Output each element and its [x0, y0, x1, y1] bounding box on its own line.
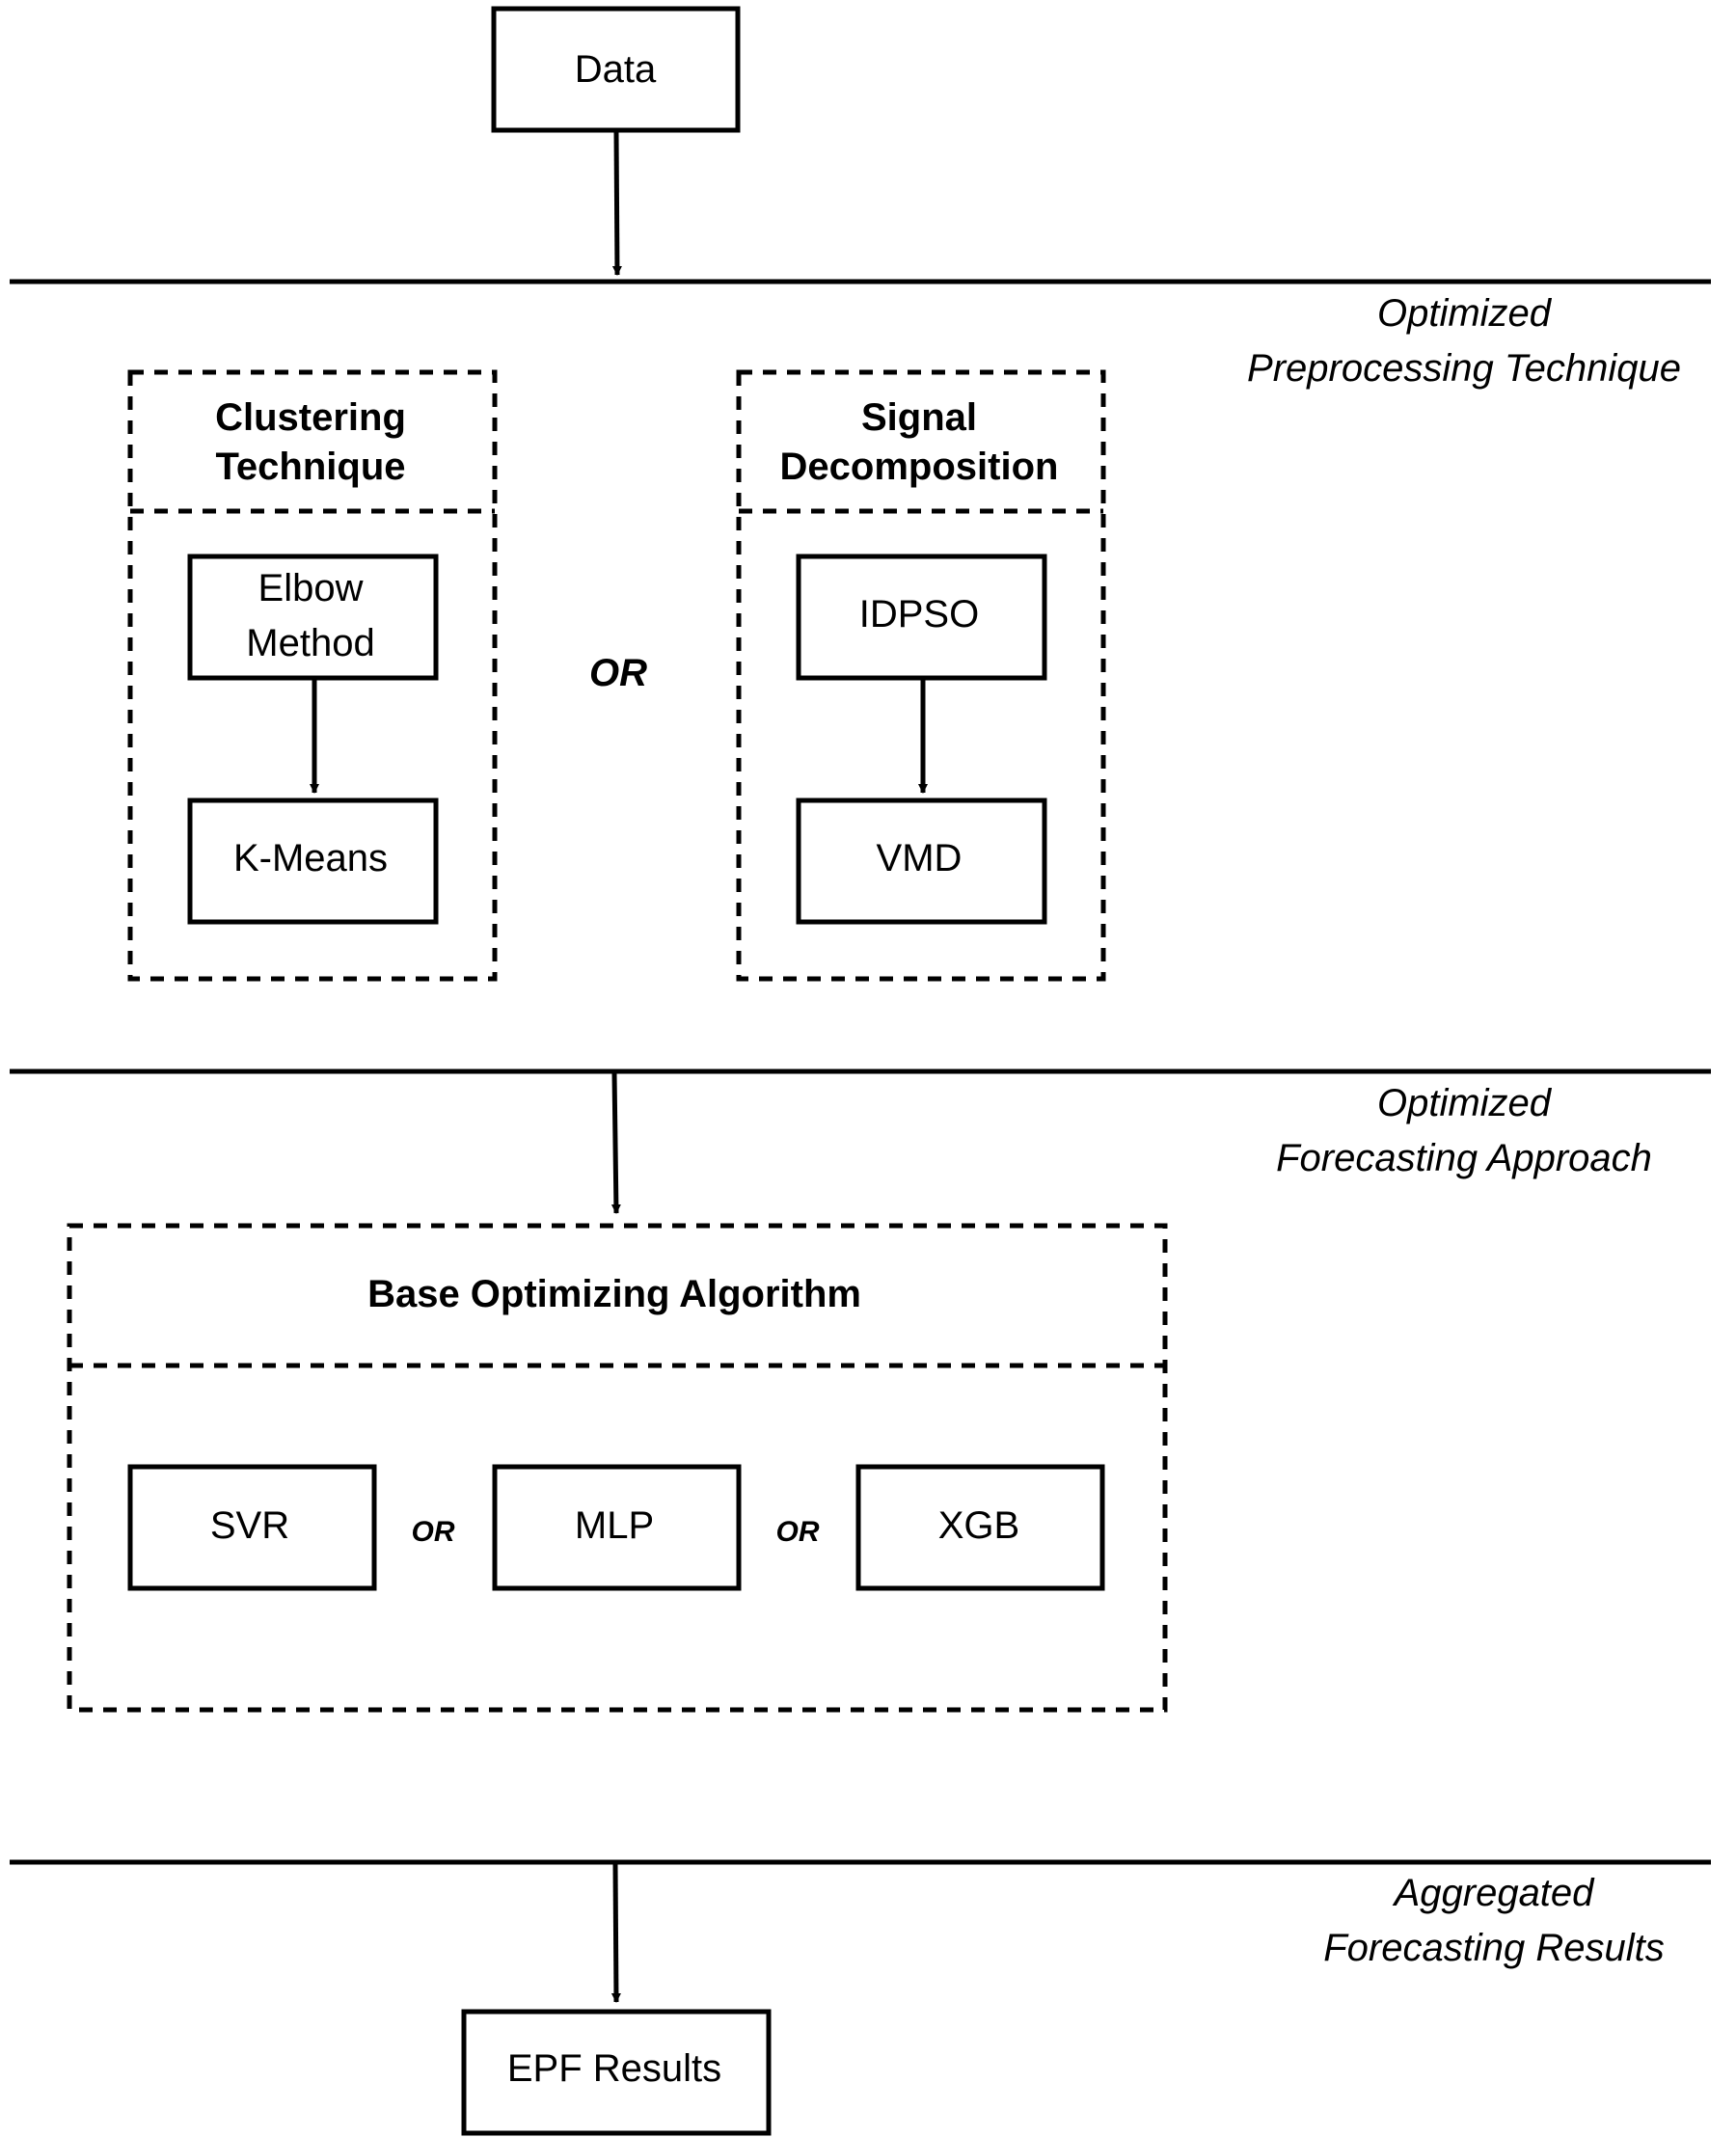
epf-results-label: EPF Results [507, 2047, 721, 2090]
arrow-preprocessing-to-forecasting [610, 1072, 621, 1214]
arrow-aggregated-to-results [610, 1863, 621, 2003]
or-svr-mlp-connector: OR [412, 1516, 455, 1548]
svr-label: SVR [210, 1504, 289, 1547]
vmd-label: VMD [877, 837, 963, 879]
clustering-group-title-line2: Technique [215, 446, 405, 488]
epf-results-node [461, 2009, 772, 2136]
mlp-node [492, 1464, 742, 1591]
signal-group-title-line2: Decomposition [780, 446, 1059, 488]
stage-label-aggregated-line2: Forecasting Results [1323, 1927, 1664, 1969]
k-means-node [187, 798, 439, 925]
base-algorithm-group-title: Base Optimizing Algorithm [367, 1273, 861, 1315]
signal-group-title-line1: Signal [861, 396, 977, 439]
stage-label-aggregated-line1: Aggregated [1393, 1872, 1596, 1914]
stage-label-forecasting-line1: Optimized [1377, 1082, 1553, 1124]
clustering-group-title-line1: Clustering [215, 396, 406, 439]
elbow-method-label-line2: Method [246, 622, 374, 664]
idpso-node [796, 554, 1047, 681]
stage-label-preprocessing-line1: Optimized [1377, 292, 1553, 335]
svr-node [127, 1464, 377, 1591]
or-preprocessing-connector: OR [589, 652, 647, 694]
stage-label-preprocessing-line2: Preprocessing Technique [1247, 347, 1681, 390]
data-node [491, 6, 741, 133]
mlp-label: MLP [575, 1504, 654, 1547]
xgb-label: XGB [938, 1504, 1019, 1547]
arrow-data-to-preprocessing [611, 131, 622, 276]
base-optimizing-algorithm-group [67, 1223, 1168, 1713]
data-node-label: Data [575, 48, 657, 91]
elbow-method-node [187, 554, 439, 681]
idpso-label: IDPSO [859, 593, 979, 636]
stage-label-forecasting-line2: Forecasting Approach [1276, 1137, 1652, 1179]
signal-decomposition-group [736, 369, 1106, 982]
elbow-method-label-line1: Elbow [258, 567, 364, 609]
vmd-node [796, 798, 1047, 925]
k-means-label: K-Means [233, 837, 388, 879]
clustering-group [127, 369, 498, 982]
or-mlp-xgb-connector: OR [776, 1516, 820, 1548]
xgb-node [855, 1464, 1105, 1591]
